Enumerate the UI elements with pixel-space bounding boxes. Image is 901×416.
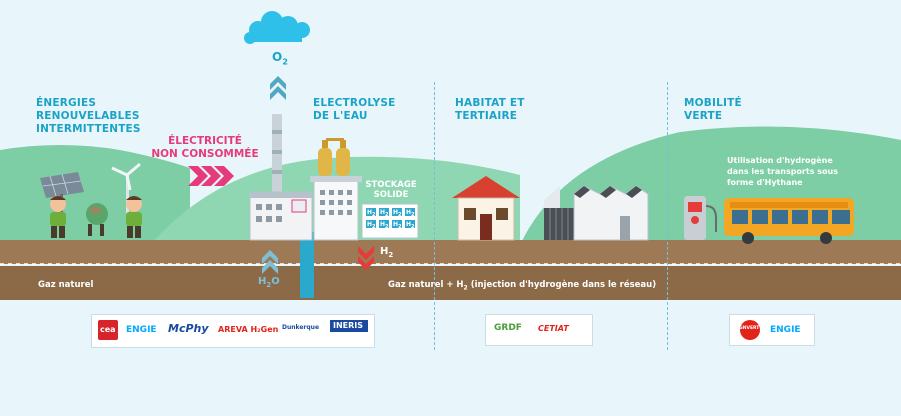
engie-logo: ENGIE <box>126 325 157 335</box>
character-right <box>126 196 142 238</box>
house <box>452 176 520 241</box>
tank-label-2: H2 <box>380 209 389 219</box>
tank-label-1: H2 <box>367 209 376 219</box>
solid-storage <box>361 203 419 239</box>
industrial-buildings <box>544 185 649 241</box>
gas-label-right: Gaz naturel + H2 (injection d'hydrogène … <box>388 280 657 292</box>
electrolyser-building <box>310 138 362 241</box>
partners-logos-mobilite: GNVERT ENGIE <box>729 314 815 346</box>
grdf-logo: GRDF <box>494 323 522 333</box>
h2-label: H2 <box>380 246 394 259</box>
section-title-energies: ÉNERGIES RENOUVELABLES INTERMITTENTES <box>36 97 141 135</box>
o2-label: O2 <box>272 50 289 67</box>
wind-turbine <box>111 162 141 220</box>
cetiat-logo: CETIAT <box>538 324 569 333</box>
cea-logo: cea <box>98 320 118 340</box>
stockage-label: STOCKAGE SOLIDE <box>365 180 417 200</box>
factory-building <box>249 191 313 241</box>
ground-bottom <box>0 266 901 300</box>
ground-top <box>0 240 901 264</box>
partners-logos-habitat: GRDF CETIAT <box>485 314 593 346</box>
gas-label-left: Gaz naturel <box>38 280 94 290</box>
divider-1 <box>434 82 435 350</box>
partners-logos-electrolyse: cea ENGIE McPhy AREVA H₂Gen Dunkerque IN… <box>91 314 375 348</box>
engie-logo-2: ENGIE <box>770 325 801 335</box>
hill-left <box>0 145 190 245</box>
gnvert-logo: GNVERT <box>739 320 760 340</box>
fuel-pump <box>684 196 717 240</box>
dunkerque-logo: Dunkerque <box>282 324 320 331</box>
water-pipe <box>300 232 314 298</box>
tank-label-7: H2 <box>393 221 402 231</box>
areva-logo: AREVA H₂Gen <box>218 325 279 334</box>
h2o-arrows <box>262 250 278 274</box>
character-left <box>50 196 66 238</box>
earth-globe <box>86 203 108 236</box>
section-title-electrolyse: ELECTROLYSE DE L'EAU <box>313 97 396 122</box>
tank-label-5: H2 <box>367 221 376 231</box>
mcphy-logo: McPhy <box>168 322 209 335</box>
cloud-icon <box>244 11 310 44</box>
electricity-label: ÉLECTRICITÉ NON CONSOMMÉE <box>151 135 259 160</box>
h2o-label: H2O <box>258 276 280 289</box>
tank-label-3: H2 <box>393 209 402 219</box>
section-title-mobilite: MOBILITÉ VERTE <box>684 97 742 122</box>
tank-label-4: H2 <box>406 209 415 219</box>
chimney <box>272 114 282 196</box>
mobility-note: Utilisation d'hydrogène dans les transpo… <box>727 156 838 187</box>
section-title-habitat: HABITAT ET TERTIAIRE <box>455 97 525 122</box>
electricity-arrows <box>188 166 234 186</box>
ineris-logo: INERIS <box>330 320 368 332</box>
tank-label-8: H2 <box>406 221 415 231</box>
o2-arrows <box>270 76 286 100</box>
tank-label-6: H2 <box>380 221 389 231</box>
h2-arrows <box>358 246 374 270</box>
divider-2 <box>667 82 668 350</box>
bus <box>724 198 854 244</box>
